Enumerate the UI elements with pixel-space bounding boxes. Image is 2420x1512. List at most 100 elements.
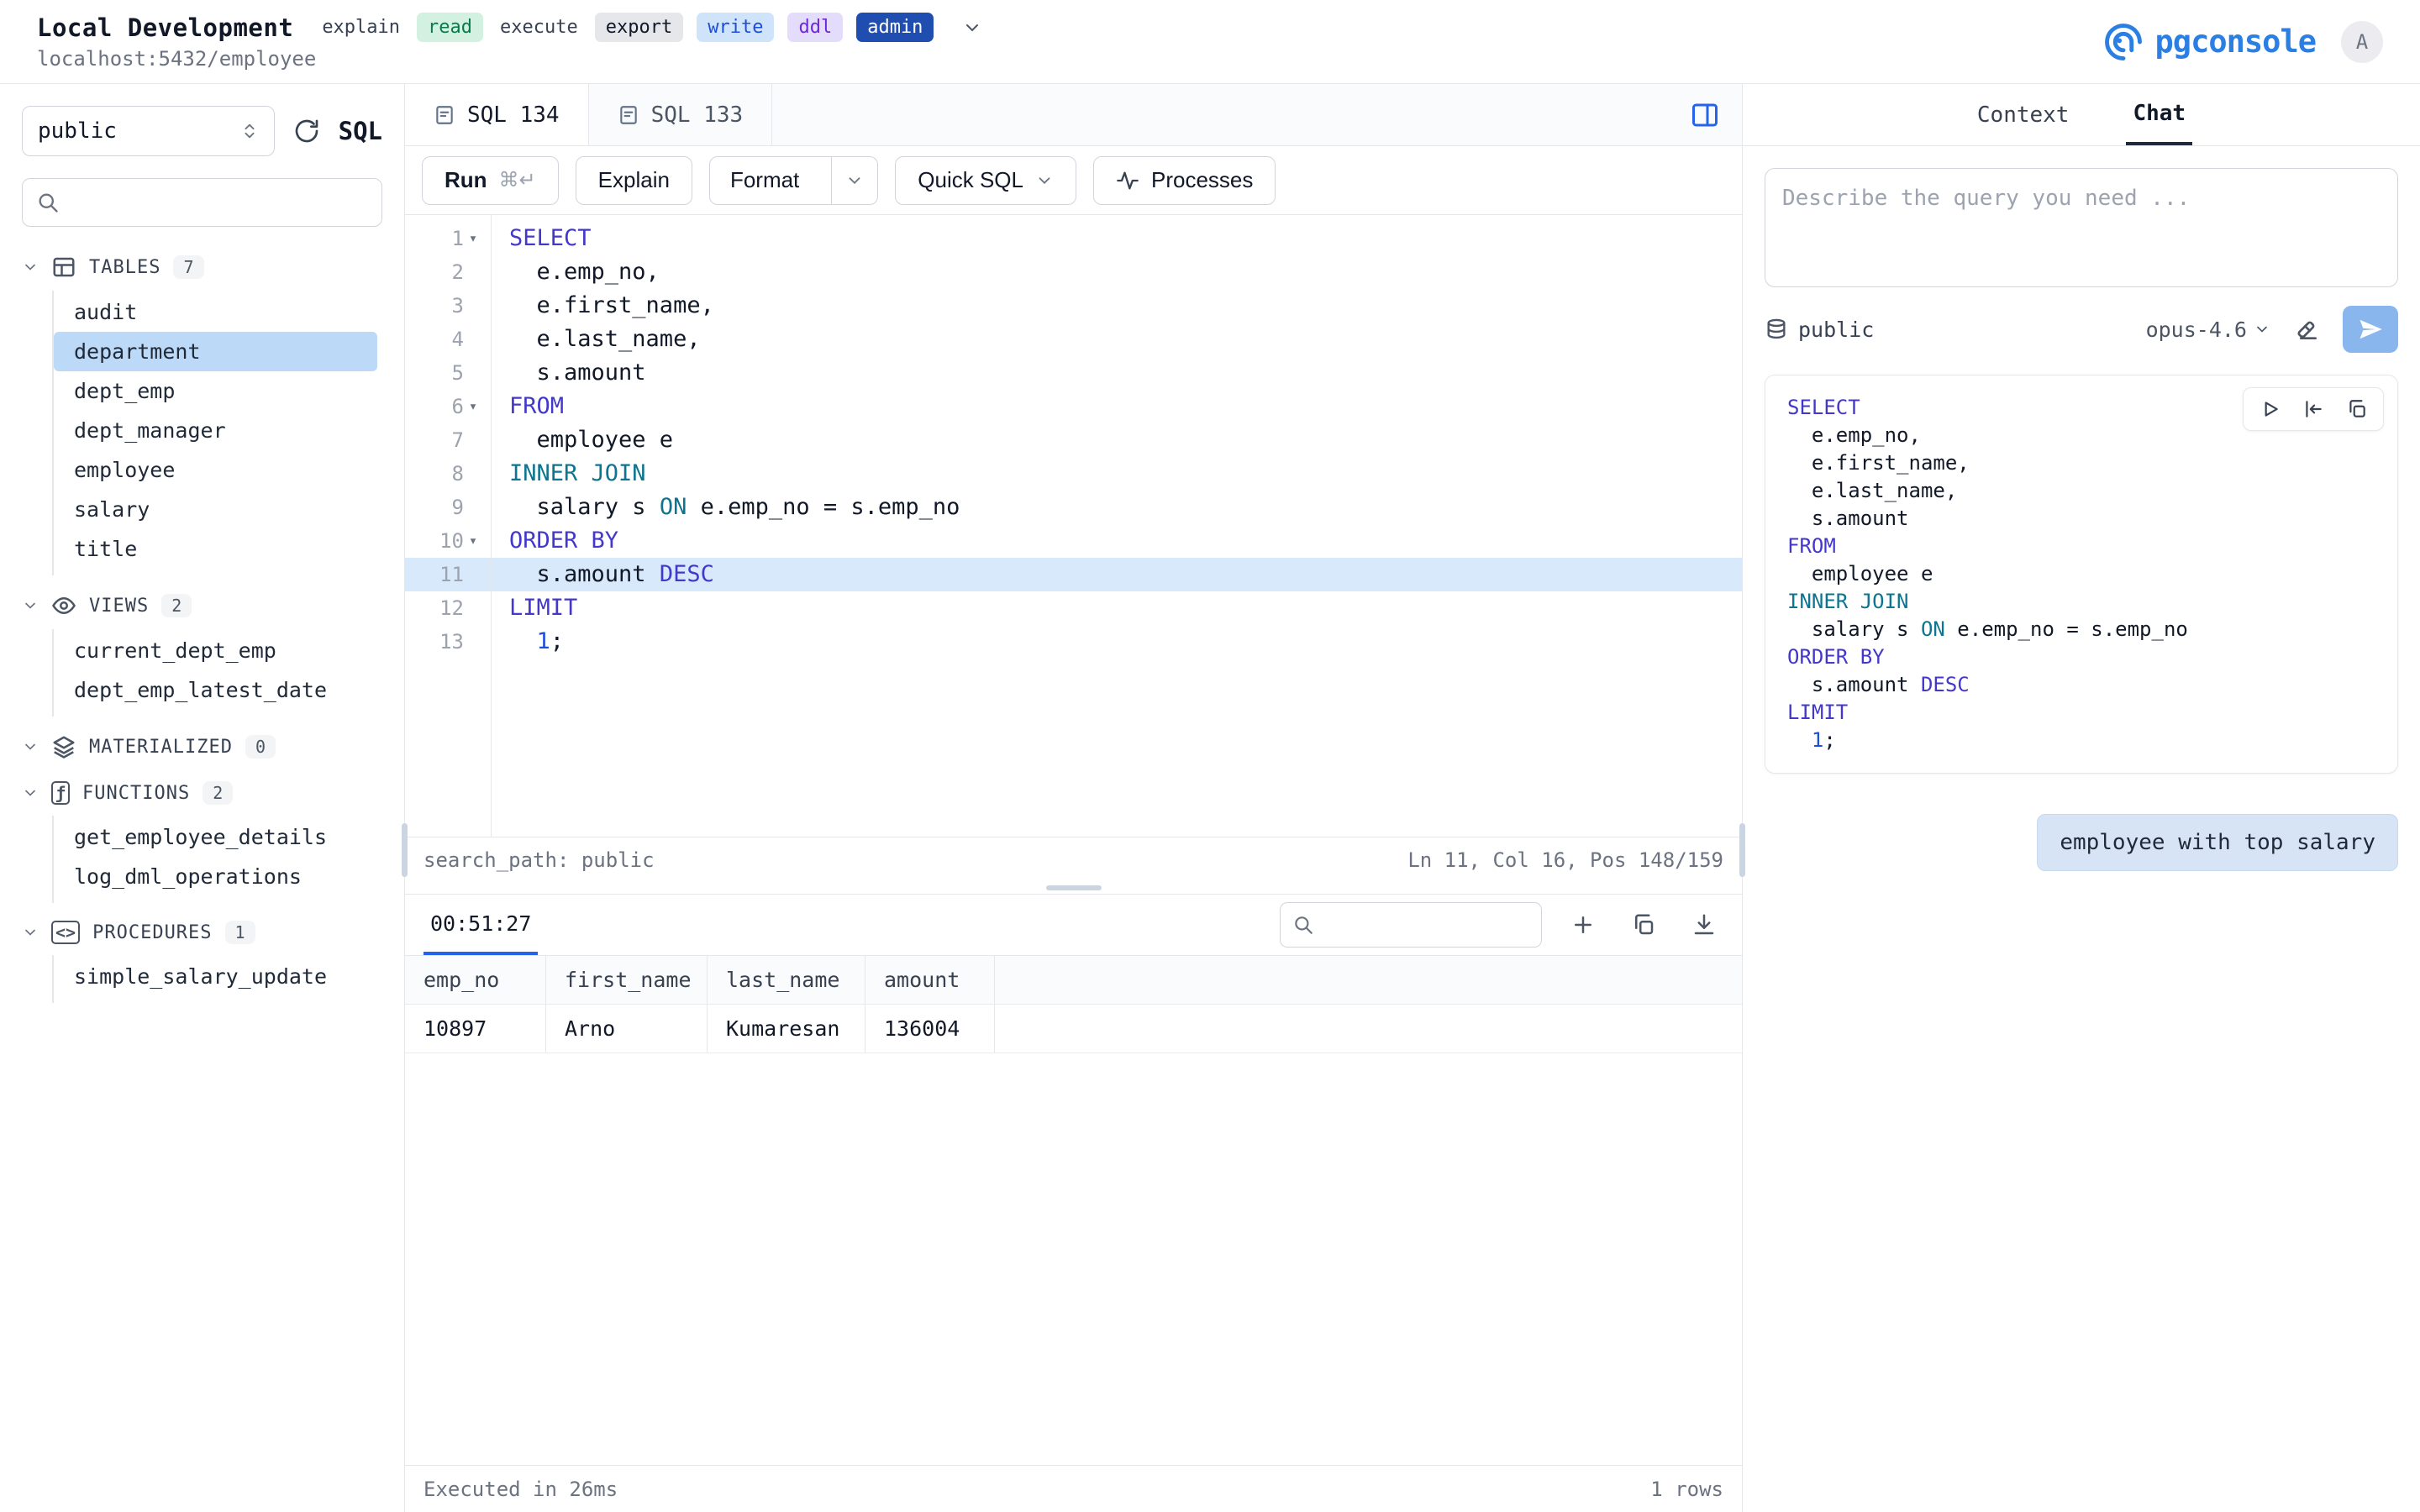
sql-token: e.emp_no, — [1787, 423, 1921, 447]
tag-export[interactable]: export — [594, 13, 684, 42]
editor-line[interactable]: 13 1; — [405, 625, 1742, 659]
sidebar-item-get_employee_details[interactable]: get_employee_details — [74, 825, 328, 849]
sidebar-item-dept_emp_latest_date[interactable]: dept_emp_latest_date — [74, 678, 328, 702]
column-header-first_name[interactable]: first_name — [546, 956, 708, 1004]
sql-token: s.amount — [1787, 673, 1921, 696]
processes-button[interactable]: Processes — [1093, 155, 1276, 205]
tag-write[interactable]: write — [697, 13, 775, 42]
copy-results-icon[interactable] — [1624, 906, 1663, 944]
chevron-down-icon[interactable] — [962, 18, 982, 38]
chat-prompt-input[interactable] — [1765, 168, 2398, 287]
processes-label: Processes — [1151, 167, 1254, 192]
tab-sql-134[interactable]: SQL 134 — [405, 84, 589, 145]
fold-arrow-icon[interactable]: ▾ — [468, 533, 478, 549]
line-gutter: 2 — [405, 255, 491, 289]
sidebar-resize-handle[interactable] — [402, 823, 408, 877]
sidebar-item-dept_emp[interactable]: dept_emp — [74, 379, 176, 403]
add-result-tab-icon[interactable] — [1564, 906, 1602, 944]
sidebar-item-log_dml_operations[interactable]: log_dml_operations — [74, 864, 302, 889]
sidebar-item-dept_manager[interactable]: dept_manager — [74, 418, 226, 443]
run-shortcut: ⌘↵ — [498, 169, 536, 192]
code-line: 1; — [1787, 727, 2375, 754]
results-search[interactable] — [1280, 902, 1542, 948]
download-results-icon[interactable] — [1685, 906, 1723, 944]
schema-select[interactable]: public — [22, 106, 275, 156]
editor-line[interactable]: 5 s.amount — [405, 356, 1742, 390]
activity-pulse-icon — [1116, 169, 1139, 192]
database-chip[interactable]: public — [1765, 318, 1874, 342]
sidebar-item-title[interactable]: title — [74, 537, 138, 561]
insert-into-editor-icon[interactable] — [2299, 395, 2328, 423]
editor-line[interactable]: 9 salary s ON e.emp_no = s.emp_no — [405, 491, 1742, 524]
panel-resize-handle[interactable] — [1739, 823, 1745, 877]
refresh-icon[interactable] — [293, 118, 320, 144]
code-line: 1; — [491, 625, 565, 659]
results-resize-handle[interactable] — [405, 882, 1742, 894]
editor-line[interactable]: 1▾SELECT — [405, 222, 1742, 255]
fold-arrow-icon[interactable]: ▾ — [468, 398, 478, 415]
tag-explain[interactable]: explain — [322, 17, 401, 38]
tag-execute[interactable]: execute — [500, 17, 578, 38]
format-label: Format — [729, 167, 800, 192]
column-header-amount[interactable]: amount — [865, 956, 995, 1004]
column-header-emp_no[interactable]: emp_no — [405, 956, 546, 1004]
sidebar-item-salary[interactable]: salary — [74, 497, 150, 522]
sql-mode-label[interactable]: SQL — [338, 117, 382, 145]
code-line: ORDER BY — [491, 524, 618, 558]
editor-line[interactable]: 11 s.amount DESC — [405, 558, 1742, 591]
quick-sql-button[interactable]: Quick SQL — [895, 155, 1076, 205]
tab-context[interactable]: Context — [1976, 102, 2070, 128]
tab-sql-133[interactable]: SQL 133 — [589, 84, 773, 145]
tag-read[interactable]: read — [417, 13, 484, 42]
sidebar-search-input[interactable] — [70, 190, 368, 215]
explain-button[interactable]: Explain — [575, 155, 692, 205]
sidebar-item-simple_salary_update[interactable]: simple_salary_update — [74, 964, 328, 989]
sidebar-item-audit[interactable]: audit — [74, 300, 138, 324]
run-snippet-play-icon[interactable] — [2255, 395, 2284, 423]
line-gutter: 7 — [405, 423, 491, 457]
send-button[interactable] — [2343, 306, 2398, 353]
editor-line[interactable]: 3 e.first_name, — [405, 289, 1742, 323]
tag-ddl[interactable]: ddl — [787, 13, 844, 42]
editor-line[interactable]: 4 e.last_name, — [405, 323, 1742, 356]
sidebar-search[interactable] — [22, 178, 382, 227]
editor-line[interactable]: 10▾ORDER BY — [405, 524, 1742, 558]
sql-token: ON — [1920, 617, 1945, 641]
section-count-badge: 7 — [173, 255, 204, 279]
sidebar-item-department[interactable]: department — [54, 332, 377, 371]
model-select[interactable]: opus-4.6 — [2146, 318, 2270, 342]
avatar[interactable]: A — [2341, 20, 2383, 63]
code-line: s.amount — [1787, 505, 2375, 533]
clear-chat-eraser-icon[interactable] — [2287, 310, 2326, 349]
column-header-last_name[interactable]: last_name — [708, 956, 865, 1004]
run-button[interactable]: Run ⌘↵ — [422, 155, 559, 205]
code-actions — [2243, 387, 2384, 431]
tab-chat[interactable]: Chat — [2126, 84, 2193, 145]
tag-admin[interactable]: admin — [856, 13, 934, 42]
format-button[interactable]: Format — [708, 155, 879, 205]
copy-snippet-icon[interactable] — [2343, 395, 2371, 423]
line-gutter: 9 — [405, 491, 491, 524]
editor-line[interactable]: 6▾FROM — [405, 390, 1742, 423]
sidebar-item-employee[interactable]: employee — [74, 458, 176, 482]
result-tab-timestamp[interactable]: 00:51:27 — [424, 895, 539, 955]
results-search-input[interactable] — [1323, 913, 1529, 937]
editor-line[interactable]: 2 e.emp_no, — [405, 255, 1742, 289]
split-panel-icon[interactable] — [1690, 100, 1720, 130]
editor-line[interactable]: 7 employee e — [405, 423, 1742, 457]
fold-arrow-icon[interactable]: ▾ — [468, 230, 478, 247]
sidebar-item-current_dept_emp[interactable]: current_dept_emp — [74, 638, 276, 663]
chevron-down-icon[interactable] — [831, 156, 877, 204]
